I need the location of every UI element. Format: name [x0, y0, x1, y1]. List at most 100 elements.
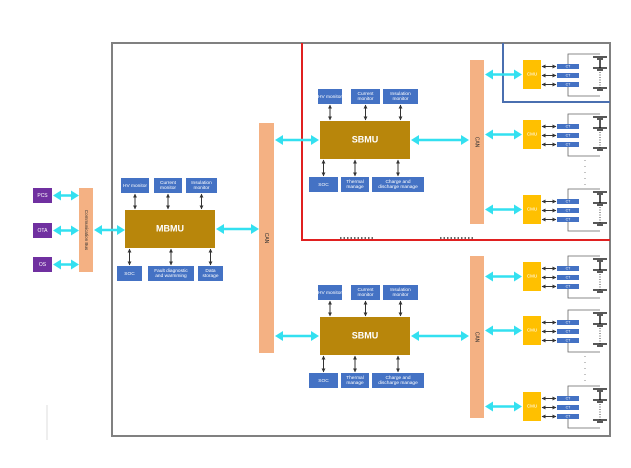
can-bus-sbmu-0: CAN	[470, 60, 484, 224]
sbmu-0-top-1-label-line: Current	[358, 91, 375, 97]
sbmu-1-top-0: HV monitor	[318, 285, 342, 300]
arrowhead-left	[275, 331, 283, 341]
ct-box-rect	[557, 199, 579, 204]
sbmu-0-bottom-2-rect	[372, 177, 424, 192]
arrowhead-left	[485, 69, 493, 80]
arrowhead-left	[94, 225, 102, 235]
wire	[567, 419, 600, 429]
sbmu-0-top-2-rect	[383, 89, 418, 104]
wire	[567, 87, 600, 97]
ct-box: CT	[557, 217, 579, 222]
mbmu-bottom-0-rect	[117, 266, 142, 281]
mbmu-bottom-2-label-line: storage	[203, 273, 219, 279]
can-to-cmu-arrow	[485, 271, 522, 282]
mbmu-bottom-1-rect	[148, 266, 194, 281]
can-bus-main-label: CAN	[263, 233, 269, 244]
external-link-arrow	[53, 225, 79, 236]
can-bus-main: CAN	[259, 123, 274, 353]
arrowhead-right	[71, 190, 79, 201]
sbmu-0-bottom-2-label-line: discharge manage	[378, 184, 418, 190]
ct-box: CT	[557, 266, 579, 271]
wire	[567, 147, 600, 157]
sbmu-0-top-1-label-line: monitor	[358, 96, 374, 102]
arrowhead-right	[514, 129, 522, 140]
cmu-box-rect	[523, 120, 541, 149]
ct-box-rect	[557, 266, 579, 271]
cmu-box-rect	[523, 392, 541, 421]
ct-box: CT	[557, 208, 579, 213]
cmu-box: CMU	[523, 120, 541, 149]
sbmu-1-bottom-1-rect	[341, 373, 369, 388]
arrowhead-right	[514, 271, 522, 282]
ct-box: CT	[557, 338, 579, 343]
cmu-box-rect	[523, 195, 541, 224]
sbmu-1-top-2-rect	[383, 285, 418, 300]
arrowhead-left	[53, 190, 61, 201]
wire	[567, 309, 600, 320]
ct-box-rect	[557, 329, 579, 334]
sbmu-1-bottom-1-label-line: Thermal	[346, 375, 364, 381]
ct-box: CT	[557, 275, 579, 280]
arrowhead-right	[311, 135, 319, 145]
cmu-box: CMU	[523, 60, 541, 89]
ct-box-rect	[557, 82, 579, 87]
ct-box-label: CT	[566, 124, 572, 128]
battery-string	[567, 309, 607, 353]
wire	[567, 385, 600, 396]
sbmu-0-bottom-1-label-line: Thermal	[346, 179, 364, 185]
can-to-cmu-arrow	[485, 69, 522, 80]
battery-string	[567, 53, 607, 97]
arrowhead-left	[411, 331, 419, 341]
ct-box-label: CT	[566, 284, 572, 288]
arrowhead-left	[411, 135, 419, 145]
cmu-box-rect	[523, 262, 541, 291]
sbmu-0-top-0-label: HV monitor	[318, 94, 342, 100]
ct-box-rect	[557, 275, 579, 280]
ct-box: CT	[557, 73, 579, 78]
mbmu-box: MBMU	[125, 210, 215, 248]
arrowhead-left	[53, 259, 61, 270]
sbmu-0-bottom-0-label: SOC	[318, 182, 329, 188]
external-ota-box-rect	[33, 223, 52, 238]
wire	[567, 113, 600, 124]
sbmu-1-bottom-0: SOC	[309, 373, 338, 388]
ct-box-rect	[557, 405, 579, 410]
battery-string	[567, 385, 607, 429]
ct-box-rect	[557, 320, 579, 325]
ct-box: CT	[557, 133, 579, 138]
arrowhead-right	[251, 224, 259, 234]
cmu-box-label: CMU	[527, 72, 537, 77]
sbmu-0-top-0: HV monitor	[318, 89, 342, 104]
mbmu-bottom-1-label-line: and warmming	[155, 273, 187, 279]
module-frame-blue	[502, 43, 610, 103]
can-bus-sbmu-1-label: CAN	[474, 332, 480, 343]
sbmu-1-box-rect	[320, 317, 410, 355]
arrowhead-left	[53, 225, 61, 236]
mbmu-box-label: MBMU	[156, 223, 184, 233]
ct-box-label: CT	[566, 338, 572, 342]
sbmu-0-bottom-2-label-line: Charge and	[385, 179, 410, 185]
sbmu-0-bottom-1-rect	[341, 177, 369, 192]
external-ota-box: OTA	[33, 223, 52, 238]
battery-string	[567, 113, 607, 157]
mbmu-bottom-1-label-line: Fault diagnostic	[154, 268, 188, 274]
external-pcs-box: PCS	[33, 188, 52, 203]
comm-to-mbmu-arrow	[94, 225, 125, 235]
can-to-cmu-arrow	[485, 401, 522, 412]
sbmu-0-box-rect	[320, 121, 410, 159]
ct-box-rect	[557, 338, 579, 343]
sbmu-1-bottom-1-label-line: manage	[346, 381, 364, 386]
external-link-arrow	[53, 259, 79, 270]
